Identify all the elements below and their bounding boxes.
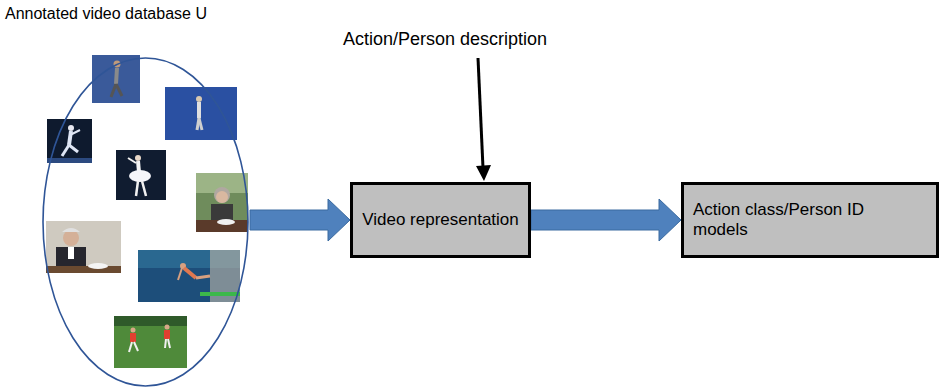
block-arrow [531,199,681,241]
input-arrow [478,58,483,168]
input-arrowhead [476,165,491,181]
ellipse-outline [43,58,248,386]
process-box: Action class/Person ID models [681,182,939,258]
box-text: Video representation [362,210,519,230]
database-ellipse: Annotated video database U [42,57,249,387]
ellipse-outline [42,57,249,387]
process-box: Video representation [350,182,531,258]
database-heading: Annotated video database U [5,4,207,23]
box-text: Action class/Person ID models [684,200,893,241]
block-arrow [250,199,350,241]
input-label: Action/Person description [343,29,547,50]
